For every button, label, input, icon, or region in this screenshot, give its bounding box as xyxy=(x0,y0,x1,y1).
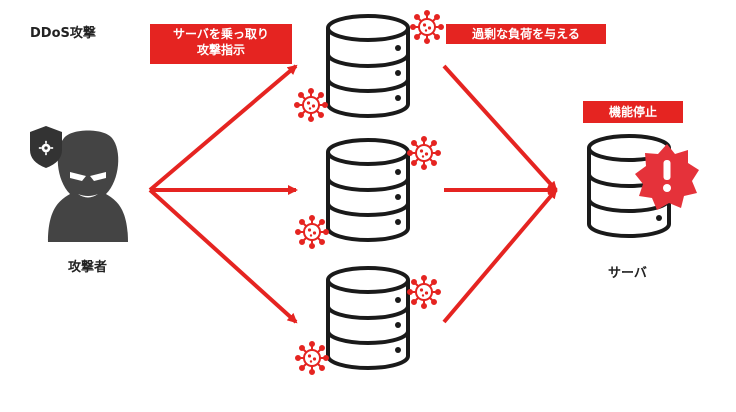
command-arrows xyxy=(148,64,298,324)
bot-database-icon-middle xyxy=(326,138,410,242)
arrow-from-bot-bottom xyxy=(442,188,558,324)
command-label-box: サーバを乗っ取り 攻撃指示 xyxy=(150,24,292,64)
virus-icon xyxy=(410,10,444,44)
alert-icon xyxy=(635,144,699,210)
virus-icon xyxy=(407,136,441,170)
virus-icon xyxy=(407,275,441,309)
page-title: DDoS攻撃 xyxy=(30,26,96,41)
virus-icon xyxy=(295,215,329,249)
virus-icon xyxy=(295,341,329,375)
command-label-line1: サーバを乗っ取り xyxy=(173,27,269,41)
attack-arrows xyxy=(442,64,558,324)
hacker-icon xyxy=(48,130,128,242)
server-label: サーバ xyxy=(608,266,647,281)
arrow-from-bot-top xyxy=(442,64,558,192)
bot-database-icon-top xyxy=(326,14,410,118)
shield-virus-icon xyxy=(30,126,62,168)
arrow-to-bot-top xyxy=(148,64,298,192)
bot-database-icon-bottom xyxy=(326,266,410,370)
attacker-label: 攻撃者 xyxy=(68,260,108,275)
virus-icon xyxy=(294,88,328,122)
arrow-to-bot-bottom xyxy=(148,188,298,324)
overload-label-box: 過剰な負荷を与える xyxy=(446,24,606,44)
stop-label-box: 機能停止 xyxy=(583,101,683,123)
command-label-line2: 攻撃指示 xyxy=(196,43,245,57)
